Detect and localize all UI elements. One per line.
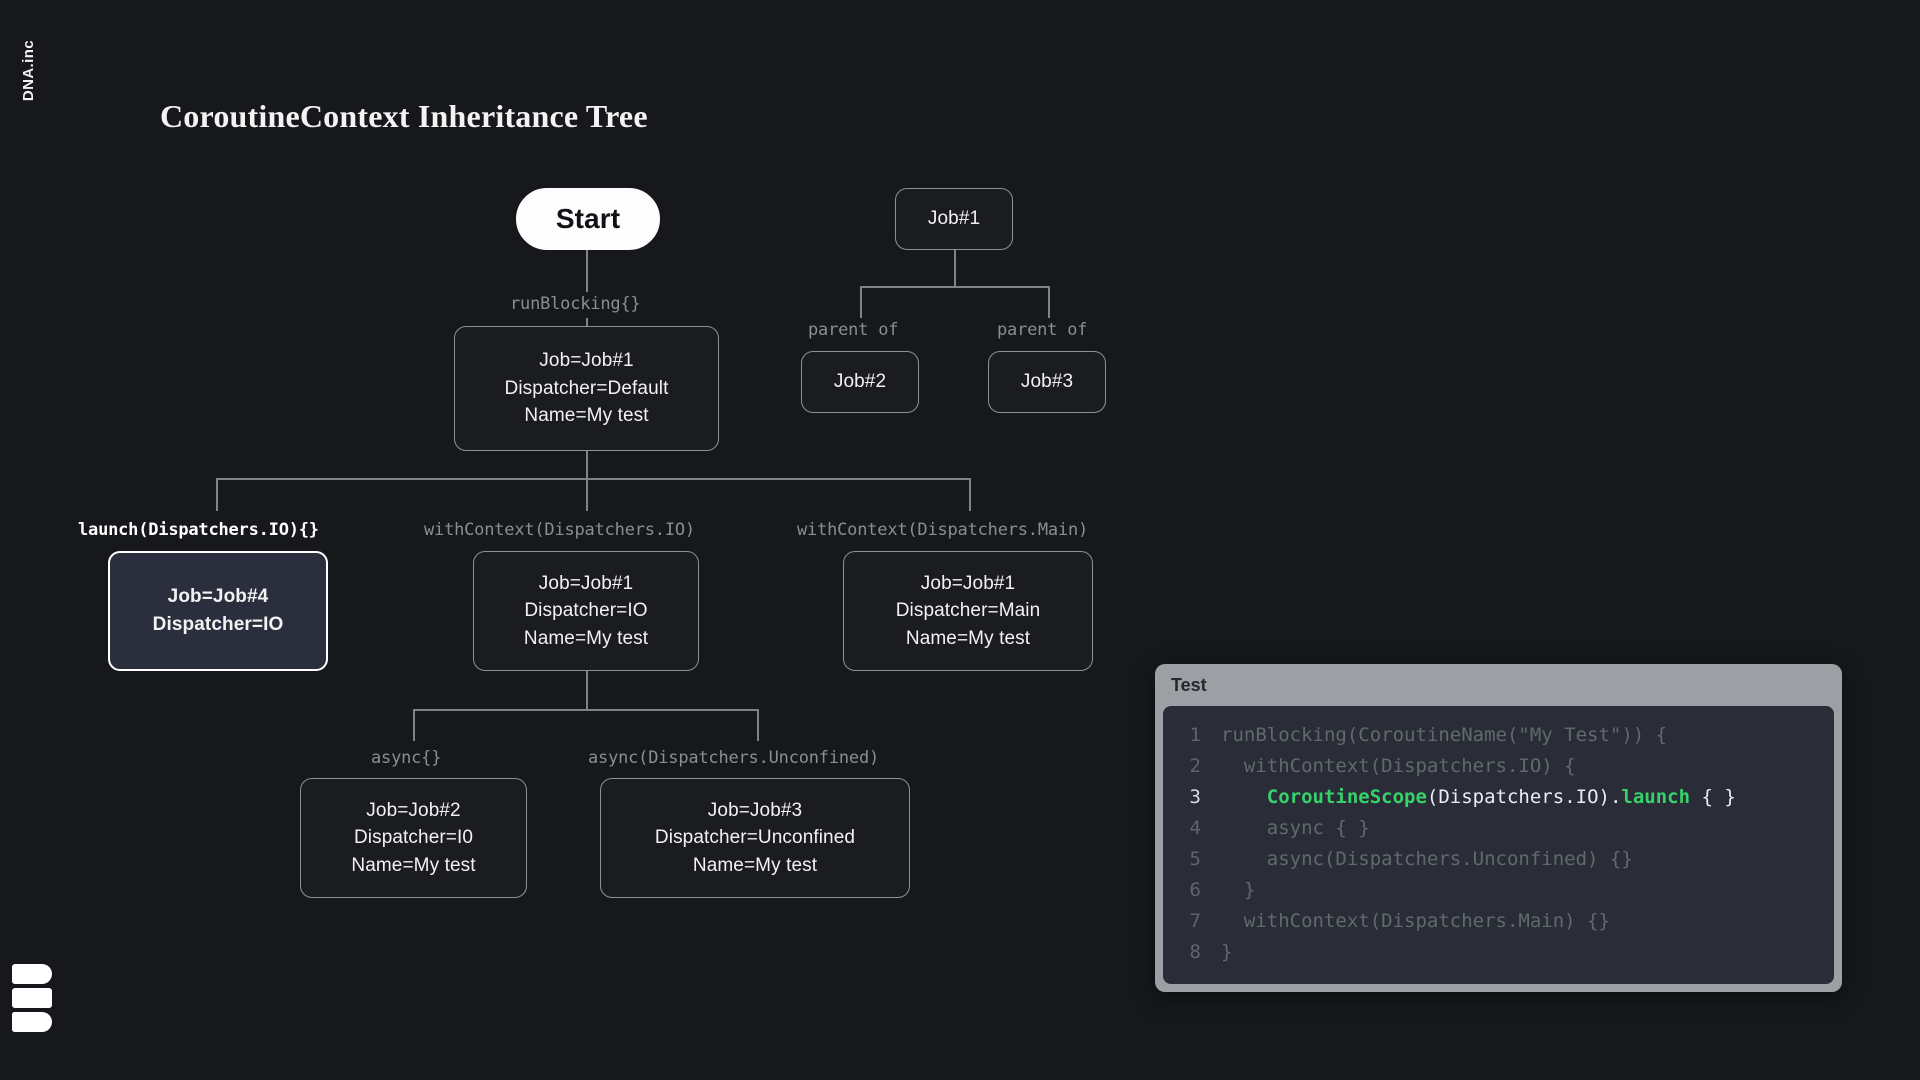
with-context-io-line-3: Name=My test — [523, 627, 649, 649]
async-plain-line-3: Name=My test — [351, 854, 476, 876]
async-unconfined-line-1: Job=Job#3 — [707, 799, 803, 821]
root-context-line-2: Dispatcher=Default — [504, 377, 669, 399]
node-start-label: Start — [555, 202, 621, 234]
code-line-5[interactable]: 5 async(Dispatchers.Unconfined) {} — [1163, 844, 1834, 875]
edge-branch-withcontext-main — [969, 478, 971, 511]
edge-job1-down — [954, 250, 956, 286]
edge-branch-async — [413, 709, 415, 741]
edge-root-down — [586, 451, 588, 478]
node-root-context[interactable]: Job=Job#1 Dispatcher=Default Name=My tes… — [454, 326, 719, 451]
code-line-number-7: 7 — [1189, 910, 1201, 932]
code-line-text-6: } — [1221, 879, 1256, 901]
code-line-number-2: 2 — [1189, 755, 1201, 777]
code-line-6[interactable]: 6 } — [1163, 875, 1834, 906]
code-line-8[interactable]: 8} — [1163, 937, 1834, 968]
async-plain-line-1: Job=Job#2 — [366, 799, 461, 821]
code-panel-body[interactable]: 1 runBlocking(CoroutineName("My Test")) {… — [1163, 706, 1834, 984]
node-job1-label: Job#1 — [927, 208, 981, 230]
logo-bar-d — [12, 964, 52, 984]
code-line-number-1: 1 — [1189, 724, 1201, 746]
edge-label-parent-of-left: parent of — [808, 320, 899, 340]
node-with-context-io[interactable]: Job=Job#1 Dispatcher=IO Name=My test — [473, 551, 699, 671]
edge-branch-async-unconfined — [757, 709, 759, 741]
code-line-number-4: 4 — [1189, 817, 1201, 839]
edge-label-parent-of-right: parent of — [997, 320, 1088, 340]
code-line-1[interactable]: 1 runBlocking(CoroutineName("My Test")) { — [1163, 720, 1834, 751]
edge-root-split-bar — [216, 478, 970, 480]
async-unconfined-line-2: Dispatcher=Unconfined — [654, 827, 856, 849]
edge-label-async-plain: async{} — [371, 748, 442, 768]
code-line-number-8: 8 — [1189, 941, 1201, 963]
edge-branch-launch — [216, 478, 218, 511]
node-with-context-main[interactable]: Job=Job#1 Dispatcher=Main Name=My test — [843, 551, 1093, 671]
with-context-main-line-1: Job=Job#1 — [920, 572, 1016, 594]
logo-bar-a — [12, 1012, 52, 1032]
async-unconfined-line-3: Name=My test — [692, 854, 818, 876]
logo-bar-n — [12, 988, 52, 1008]
code-line-number-3: 3 — [1189, 786, 1201, 808]
code-panel[interactable]: Test 1 runBlocking(CoroutineName("My Test… — [1155, 664, 1842, 992]
node-launch-context[interactable]: Job=Job#4 Dispatcher=IO — [108, 551, 328, 671]
code-line-2[interactable]: 2 withContext(Dispatchers.IO) { — [1163, 751, 1834, 782]
code-line-4[interactable]: 4 async { } — [1163, 813, 1834, 844]
edge-label-async-unconfined: async(Dispatchers.Unconfined) — [588, 748, 880, 768]
code-line-text-7: withContext(Dispatchers.Main) {} — [1221, 910, 1610, 932]
edge-branch-withcontext-io — [586, 478, 588, 511]
edge-start-to-root — [586, 250, 588, 292]
node-job1[interactable]: Job#1 — [895, 188, 1013, 250]
code-line-text-3: CoroutineScope(Dispatchers.IO).launch { … — [1266, 786, 1736, 808]
dna-logo — [12, 964, 52, 1032]
code-line-text-4: async { } — [1221, 817, 1370, 839]
root-context-line-1: Job=Job#1 — [539, 350, 634, 372]
code-line-number-5: 5 — [1189, 848, 1201, 870]
with-context-main-line-2: Dispatcher=Main — [895, 600, 1041, 622]
launch-context-line-1: Job=Job#4 — [167, 586, 269, 608]
code-line-text-1: runBlocking(CoroutineName("My Test")) { — [1221, 724, 1668, 746]
edge-async-split-bar — [413, 709, 757, 711]
with-context-io-line-2: Dispatcher=IO — [524, 600, 648, 622]
with-context-io-line-1: Job=Job#1 — [538, 572, 634, 594]
node-start[interactable]: Start — [516, 188, 660, 250]
edge-label-with-context-main: withContext(Dispatchers.Main) — [797, 520, 1089, 540]
async-plain-line-2: Dispatcher=I0 — [353, 827, 474, 849]
node-job2-label: Job#2 — [833, 371, 887, 393]
code-line-text-2: withContext(Dispatchers.IO) { — [1221, 755, 1576, 777]
code-line-text-5: async(Dispatchers.Unconfined) {} — [1221, 848, 1633, 870]
node-job2[interactable]: Job#2 — [801, 351, 919, 413]
with-context-main-line-3: Name=My test — [905, 627, 1031, 649]
node-job3[interactable]: Job#3 — [988, 351, 1106, 413]
edge-label-run-blocking: runBlocking{} — [510, 294, 641, 314]
code-line-7[interactable]: 7 withContext(Dispatchers.Main) {} — [1163, 906, 1834, 937]
edge-job1-to-job3 — [1048, 286, 1050, 318]
code-line-text-8: } — [1221, 941, 1233, 963]
edge-job1-split-bar — [860, 286, 1048, 288]
code-panel-title: Test — [1171, 675, 1207, 695]
node-async-unconfined[interactable]: Job=Job#3 Dispatcher=Unconfined Name=My … — [600, 778, 910, 898]
code-line-3[interactable]: 3 CoroutineScope(Dispatchers.IO).launch … — [1163, 782, 1834, 813]
node-job3-label: Job#3 — [1020, 371, 1074, 393]
edge-run-blocking-stem — [586, 318, 588, 328]
launch-context-line-2: Dispatcher=IO — [152, 614, 284, 635]
edge-io-down — [586, 671, 588, 709]
node-async-plain[interactable]: Job=Job#2 Dispatcher=I0 Name=My test — [300, 778, 527, 898]
code-line-number-6: 6 — [1189, 879, 1201, 901]
edge-label-with-context-io: withContext(Dispatchers.IO) — [424, 520, 695, 540]
edge-job1-to-job2 — [860, 286, 862, 318]
root-context-line-3: Name=My test — [524, 405, 649, 427]
page-title: CoroutineContext Inheritance Tree — [160, 98, 648, 134]
edge-label-launch-io: launch(Dispatchers.IO){} — [78, 520, 319, 540]
